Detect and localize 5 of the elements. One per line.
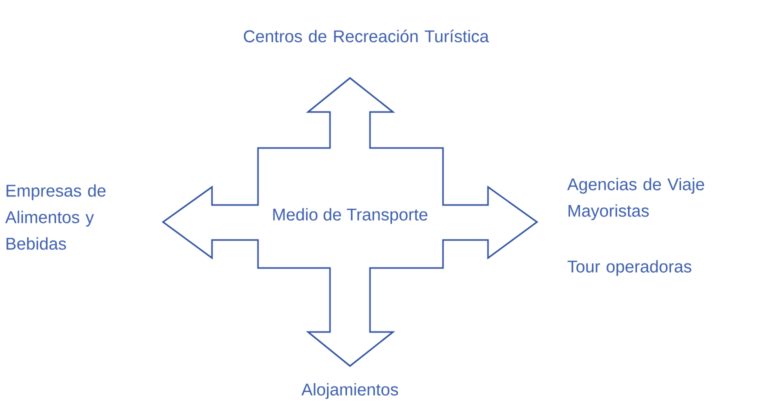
- text-label: Empresas de Alimentos y Bebidas: [5, 184, 106, 250]
- text-label: Alojamientos: [301, 383, 398, 399]
- text-label: Agencias de Viaje Mayoristas: [567, 178, 704, 220]
- text-label: Centros de Recreación Turística: [244, 30, 489, 42]
- text-label: Tour operadoras: [568, 260, 692, 276]
